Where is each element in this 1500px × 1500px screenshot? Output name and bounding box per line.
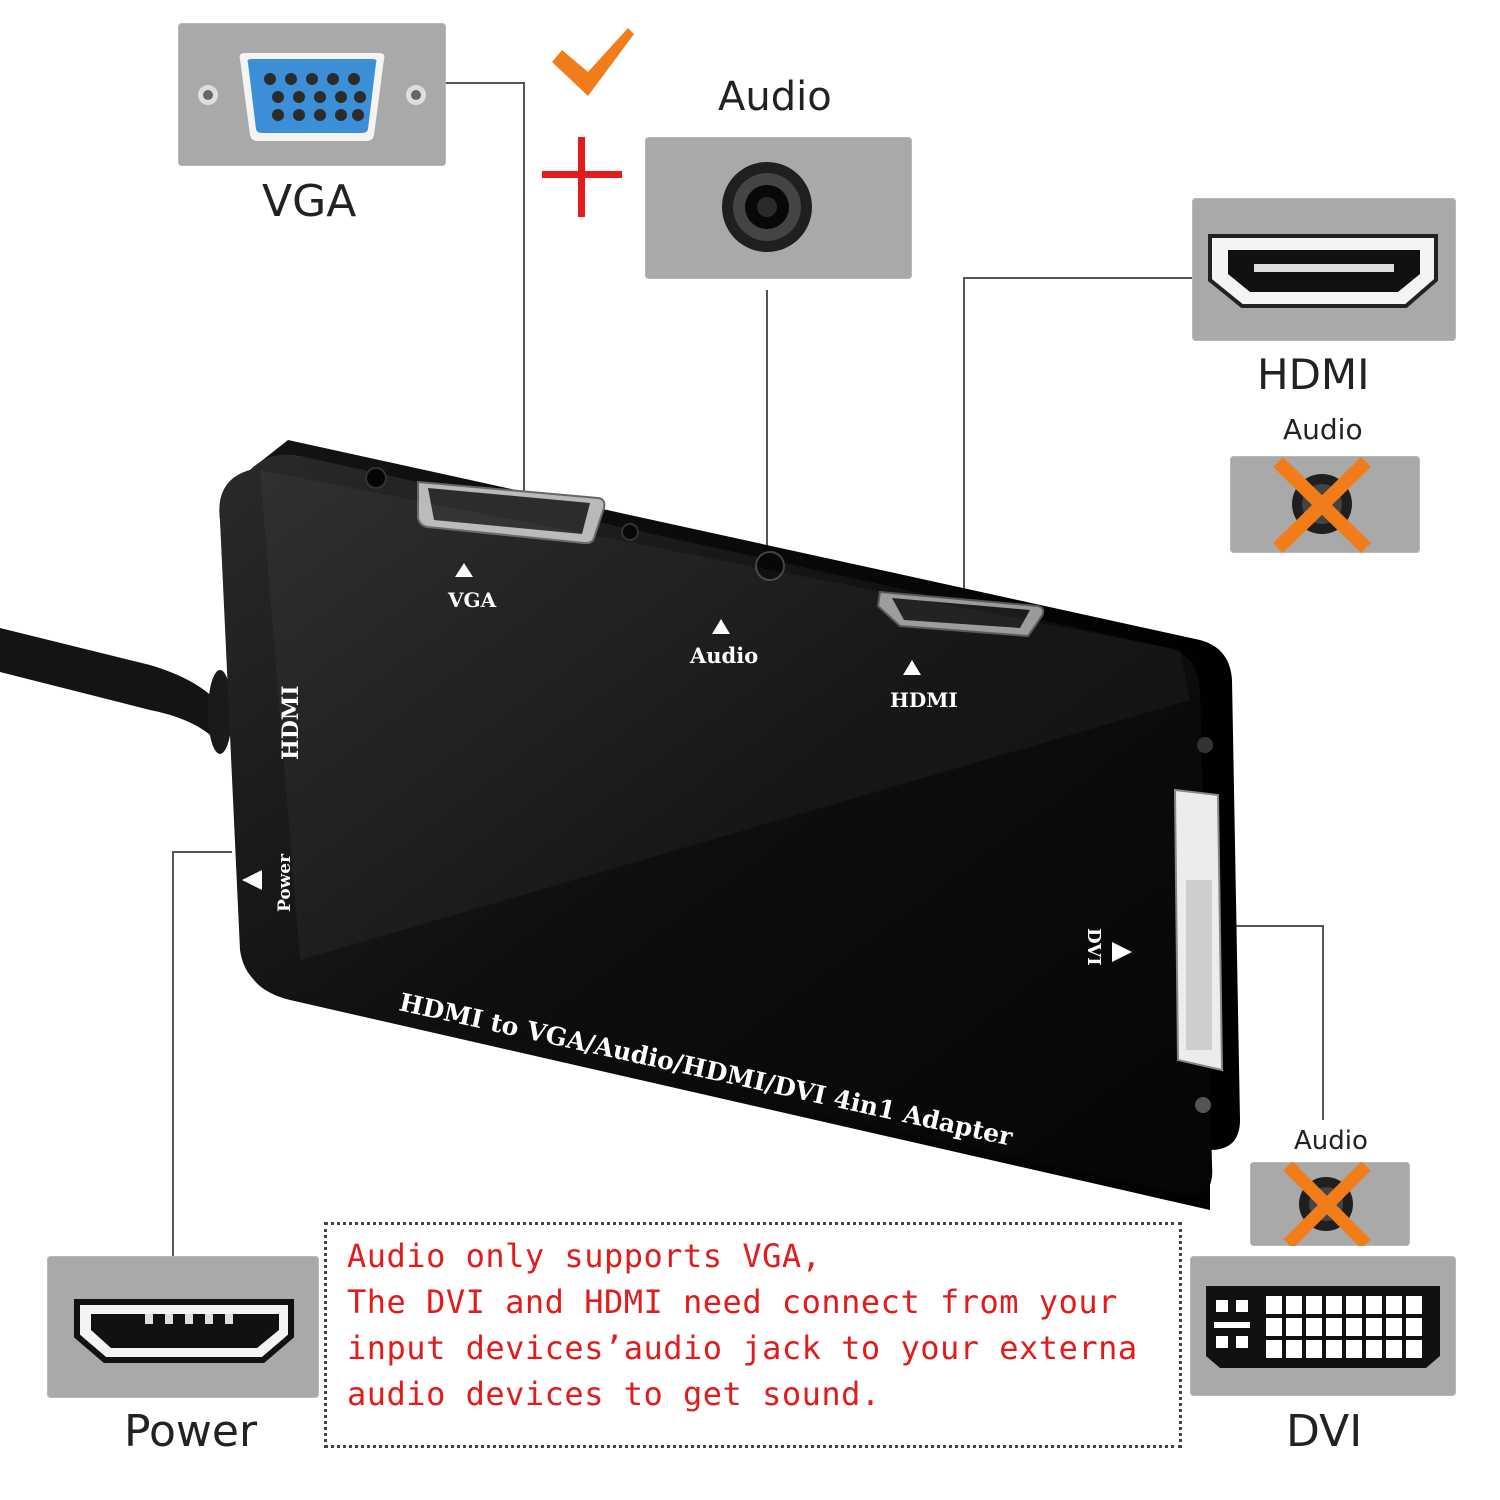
dvi-pin xyxy=(1346,1340,1362,1358)
device-dvi-label: DVI xyxy=(1083,928,1104,966)
vga-port-box xyxy=(178,23,446,166)
dvi-connector-icon xyxy=(1206,1286,1440,1368)
dvi-leader-v xyxy=(1322,925,1324,1120)
hdmi-arrow-icon xyxy=(903,660,921,675)
vga-arrow-icon xyxy=(455,563,473,577)
dvi-pin xyxy=(1286,1340,1302,1358)
dvi-pin xyxy=(1266,1318,1282,1336)
audio-note-box: Audio only supports VGA, The DVI and HDM… xyxy=(324,1222,1182,1448)
hdmi-connector-icon xyxy=(1208,234,1438,308)
note-line-4: audio devices to get sound. xyxy=(347,1375,881,1413)
note-line-2: The DVI and HDMI need connect from your xyxy=(347,1283,1118,1321)
dvi-pin xyxy=(1306,1296,1322,1314)
vga-label: VGA xyxy=(262,176,357,227)
dvi-audio-label: Audio xyxy=(1294,1126,1368,1156)
micro-usb-icon xyxy=(74,1299,294,1363)
device-power-label: Power xyxy=(275,853,295,912)
audio-jack-icon xyxy=(722,162,812,252)
audio-leader xyxy=(766,290,768,565)
note-line-1: Audio only supports VGA, xyxy=(347,1237,822,1275)
dvi-pin xyxy=(1306,1340,1322,1358)
device-hdmi-label: HDMI xyxy=(890,688,958,712)
dvi-arrow-icon xyxy=(1112,942,1132,962)
hdmi-cable xyxy=(0,628,220,745)
dvi-pin xyxy=(1386,1296,1402,1314)
power-leader-h xyxy=(172,851,232,853)
device-vga-label: VGA xyxy=(447,588,497,612)
power-port-box xyxy=(47,1256,319,1398)
dvi-port-box xyxy=(1190,1256,1456,1396)
dvi-pin xyxy=(1346,1296,1362,1314)
dvi-pin xyxy=(1286,1318,1302,1336)
dvi-pin xyxy=(1366,1340,1382,1358)
dvi-pin xyxy=(1326,1340,1342,1358)
hdmi-label: HDMI xyxy=(1257,350,1370,399)
dvi-leader-h xyxy=(1212,925,1324,927)
plus-icon xyxy=(542,137,622,217)
audio-arrow-icon xyxy=(712,619,730,634)
dvi-audio-box xyxy=(1250,1161,1410,1249)
dvi-pin xyxy=(1406,1318,1422,1336)
dvi-pin xyxy=(1386,1340,1402,1358)
note-line-3: input devices’audio jack to your externa xyxy=(347,1329,1138,1367)
dvi-pin xyxy=(1406,1340,1422,1358)
hdmi-audio-box xyxy=(1230,456,1420,554)
audio-top-label: Audio xyxy=(718,74,832,120)
dvi-audio-cross-icon xyxy=(1283,1161,1371,1249)
dvi-pin xyxy=(1286,1296,1302,1314)
vga-leader-v xyxy=(523,82,525,522)
dvi-pin xyxy=(1326,1318,1342,1336)
dvi-label: DVI xyxy=(1286,1406,1363,1457)
dvi-pin xyxy=(1366,1296,1382,1314)
check-icon xyxy=(552,28,634,96)
power-arrow-icon xyxy=(242,870,262,890)
audio-port-box xyxy=(645,137,912,279)
device-audio-label: Audio xyxy=(689,643,758,668)
cross-icon xyxy=(1273,456,1371,554)
power-label: Power xyxy=(124,1406,258,1457)
dvi-pin xyxy=(1266,1340,1282,1358)
hdmi-leader-h xyxy=(963,277,1193,279)
device-input-label: HDMI xyxy=(278,685,304,760)
hdmi-port-box xyxy=(1192,198,1456,341)
power-leader-v xyxy=(172,851,174,1256)
dvi-pin xyxy=(1306,1318,1322,1336)
vga-connector-icon xyxy=(198,53,426,141)
dvi-pin xyxy=(1406,1296,1422,1314)
dvi-pin xyxy=(1326,1296,1342,1314)
dvi-pin xyxy=(1366,1318,1382,1336)
vga-leader-h xyxy=(445,82,525,84)
dvi-pin xyxy=(1266,1296,1282,1314)
hdmi-leader-v xyxy=(963,277,965,602)
dvi-pin xyxy=(1346,1318,1362,1336)
hdmi-audio-label: Audio xyxy=(1283,413,1363,446)
dvi-pin xyxy=(1386,1318,1402,1336)
